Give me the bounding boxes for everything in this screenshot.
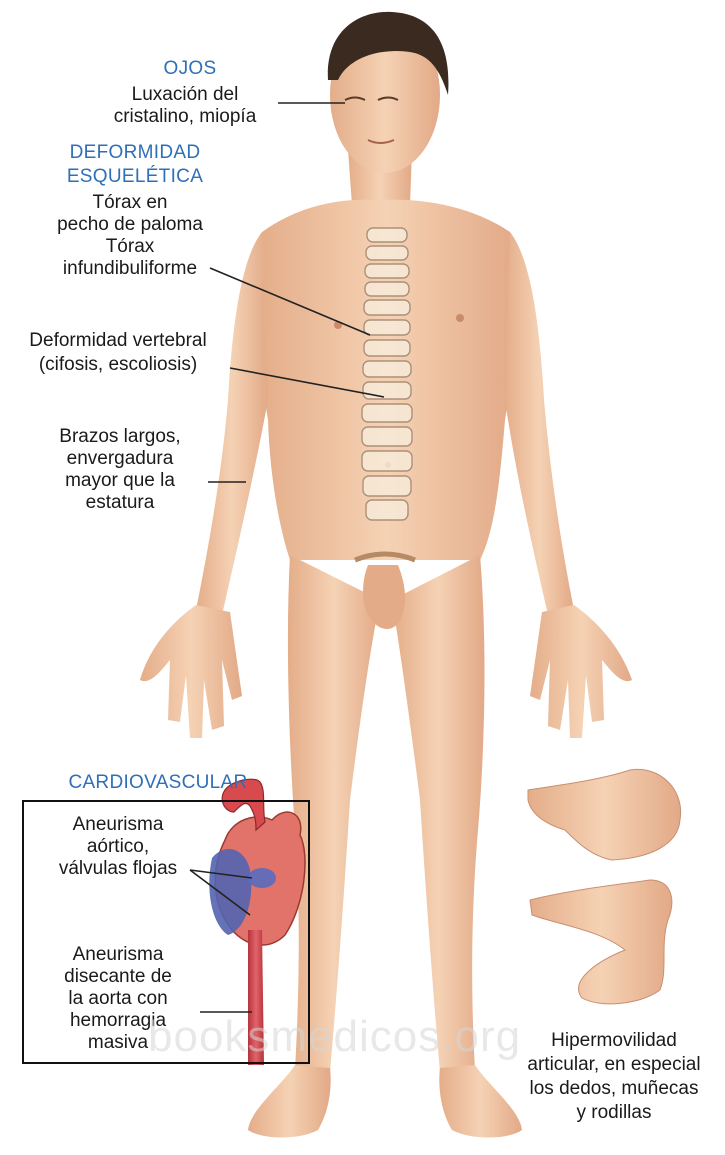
hipermovilidad-line4: y rodillas: [505, 1102, 723, 1124]
esqueletica-line2: pecho de paloma: [30, 214, 230, 236]
brazos-line4: estatura: [30, 492, 210, 514]
spine: [362, 228, 412, 520]
ojos-line1: Luxación del: [90, 84, 280, 106]
hipermovilidad-line2: articular, en especial: [505, 1054, 723, 1076]
esqueletica-line1: Tórax en: [30, 192, 230, 214]
hipermovilidad-line1: Hipermovilidad: [505, 1030, 723, 1052]
esqueletica-heading1: DEFORMIDAD: [40, 142, 230, 164]
vertebral-line2: (cifosis, escoliosis): [4, 354, 232, 376]
cardio-a3: válvulas flojas: [34, 858, 202, 880]
cardio-b2: disecante de: [34, 966, 202, 988]
hipermovilidad-line3: los dedos, muñecas: [505, 1078, 723, 1100]
watermark: booksmedicos.org: [148, 1012, 521, 1062]
cardio-a1: Aneurisma: [34, 814, 202, 836]
esqueletica-heading2: ESQUELÉTICA: [40, 166, 230, 188]
cardiovascular-heading: CARDIOVASCULAR: [38, 772, 278, 794]
esqueletica-line4: infundibuliforme: [30, 258, 230, 280]
vertebral-line1: Deformidad vertebral: [4, 330, 232, 352]
cardio-b3: la aorta con: [34, 988, 202, 1010]
ojos-line2: cristalino, miopía: [90, 106, 280, 128]
brazos-line2: envergadura: [30, 448, 210, 470]
brazos-line1: Brazos largos,: [30, 426, 210, 448]
cardio-a2: aórtico,: [34, 836, 202, 858]
esqueletica-line3: Tórax: [30, 236, 230, 258]
brazos-line3: mayor que la: [30, 470, 210, 492]
head: [328, 12, 449, 205]
ojos-heading: OJOS: [148, 58, 232, 80]
cardio-b1: Aneurisma: [34, 944, 202, 966]
hypermobility-hands: [528, 769, 681, 1003]
